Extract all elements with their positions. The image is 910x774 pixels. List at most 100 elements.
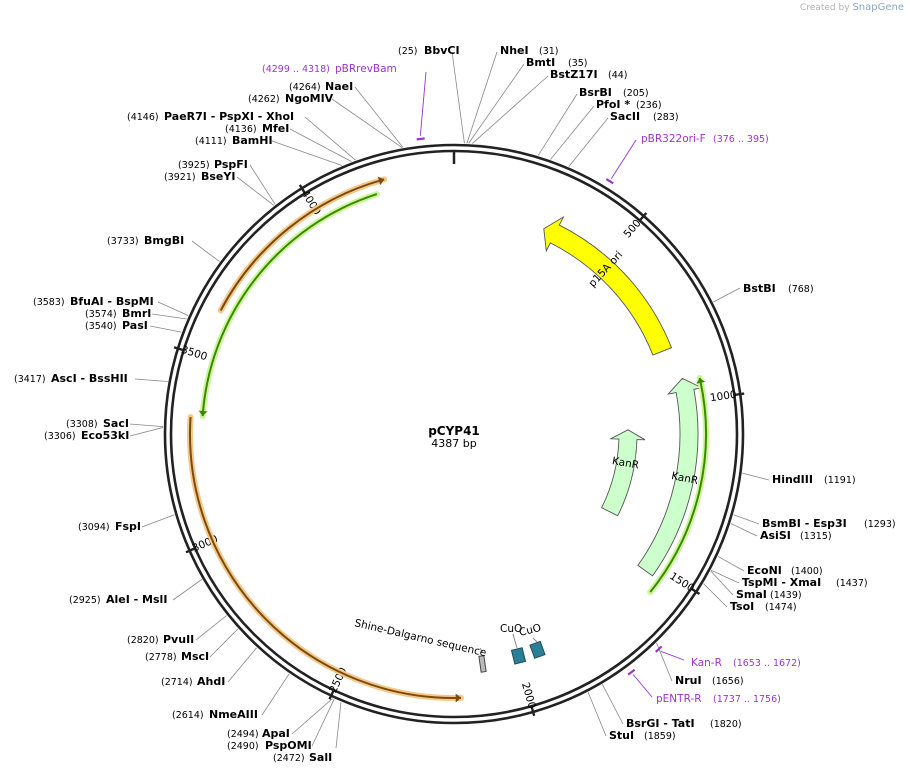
svg-text:(31): (31)	[539, 46, 559, 57]
svg-text:(3925): (3925)	[178, 160, 210, 171]
site-pointer	[710, 570, 734, 596]
orf-orange-bottom-head	[455, 693, 461, 703]
backbone-outer-strand	[163, 143, 745, 725]
svg-text:EcoNI: EcoNI	[747, 564, 782, 577]
site-pvuii: PvuII(2820)	[127, 633, 194, 646]
primer-mark	[627, 668, 636, 676]
svg-text:TspMI - XmaI: TspMI - XmaI	[742, 576, 821, 589]
orf-green-right-line	[649, 377, 707, 593]
svg-text:(2925): (2925)	[69, 595, 101, 606]
svg-text:(2778): (2778)	[145, 652, 177, 663]
site-pointer	[717, 556, 745, 572]
svg-text:(4146): (4146)	[127, 112, 159, 123]
tick-label: 2000	[519, 681, 538, 710]
svg-text:(3733): (3733)	[107, 236, 139, 247]
svg-text:(3306): (3306)	[44, 431, 76, 442]
site-bstz17i: BstZ17I(44)	[550, 68, 628, 81]
tick-mark	[298, 184, 307, 195]
site-apai: ApaI(2494)	[227, 727, 290, 740]
orf-orange-bottom	[187, 414, 464, 703]
site-fspi: FspI(3094)	[78, 520, 141, 533]
site-pointer	[249, 164, 276, 205]
svg-text:NheI: NheI	[500, 44, 529, 57]
svg-text:(3540): (3540)	[85, 321, 117, 332]
site-pointer	[468, 63, 525, 144]
cuo-pointer-2	[532, 637, 538, 643]
orf-green-left-line	[201, 193, 378, 417]
primer-pentr-r-range: (1737 .. 1756)	[713, 694, 781, 705]
svg-text:(3308): (3308)	[66, 419, 98, 430]
cuo-label-1: CuO	[500, 623, 522, 635]
site-paer7i: PaeR7I - PspXI - XhoI(4146)	[127, 110, 294, 123]
primer-pointer	[632, 674, 653, 698]
svg-text:TsoI: TsoI	[730, 600, 754, 613]
site-ngomiv: NgoMIV(4262)	[248, 92, 334, 105]
cuo-box-2	[529, 640, 546, 659]
svg-text:NruI: NruI	[675, 674, 702, 687]
svg-text:(1656): (1656)	[712, 676, 744, 687]
restriction-sites: BbvCI(25) NheI(31) BmtI(35) BstZ17I(44) …	[14, 44, 896, 764]
primer-pointer	[419, 71, 427, 136]
svg-text:MscI: MscI	[181, 650, 209, 663]
svg-text:Eco53kI: Eco53kI	[81, 429, 129, 442]
site-hindiii: HindIII(1191)	[772, 473, 856, 486]
svg-text:(1439): (1439)	[770, 590, 802, 601]
svg-text:HindIII: HindIII	[772, 473, 813, 486]
site-pointer	[354, 86, 404, 148]
site-bsrbi: BsrBI(205)	[579, 86, 649, 99]
site-pointer	[172, 579, 203, 601]
tick-label: 3500	[180, 344, 209, 363]
primer-pbrrevbam: pBRrevBam (4299 .. 4318)	[262, 63, 397, 75]
plasmid-name: pCYP41	[428, 424, 480, 438]
site-pointer	[129, 423, 164, 428]
site-pointer	[472, 75, 549, 144]
credit-prefix: Created by	[800, 3, 850, 13]
svg-text:MfeI: MfeI	[262, 122, 289, 135]
orf-green-left-head	[198, 410, 208, 417]
site-pointer	[331, 98, 403, 148]
primer-pbrrevbam-name: pBRrevBam	[335, 63, 397, 75]
primer-kan-r-range: (1653 .. 1672)	[733, 658, 801, 669]
site-asisi: AsiSI(1315)	[760, 529, 832, 542]
orf-green-right-head	[696, 377, 706, 384]
orf-orange-left-line	[219, 178, 385, 312]
svg-text:(2714): (2714)	[161, 677, 193, 688]
svg-text:SmaI: SmaI	[736, 588, 767, 601]
tick-label: 1000	[709, 389, 737, 405]
svg-text:(3921): (3921)	[164, 172, 196, 183]
site-pointer	[195, 615, 227, 641]
tick-mark	[690, 587, 701, 595]
orf-orange-bottom-halo	[187, 414, 464, 701]
cuo-pointer-1	[512, 633, 518, 649]
site-bamhi: BamHI(4111)	[195, 134, 273, 147]
svg-text:(1293): (1293)	[864, 519, 896, 530]
cuo-feature-1: CuO	[500, 623, 527, 665]
site-label-layer	[129, 51, 770, 749]
primer-pbr322ori-f-range: (376 .. 395)	[713, 134, 769, 145]
site-bsrgi: BsrGI - TatI(1820)	[626, 717, 742, 730]
site-pspfi: PspFI(3925)	[178, 158, 248, 171]
primer-mark	[605, 178, 614, 185]
site-pointer	[157, 301, 189, 316]
svg-text:PfoI *: PfoI *	[596, 98, 630, 111]
site-smai: SmaI(1439)	[736, 588, 802, 601]
site-tsoi: TsoI(1474)	[730, 600, 797, 613]
site-tspmi: TspMI - XmaI(1437)	[742, 576, 868, 589]
tick-label: 1500	[667, 570, 696, 595]
primer-pbr322ori-f: pBR322ori-F (376 .. 395)	[641, 133, 769, 145]
svg-text:AhdI: AhdI	[197, 675, 225, 688]
site-pointer	[191, 240, 220, 262]
site-econi: EcoNI(1400)	[747, 564, 823, 577]
site-stui: StuI(1859)	[609, 729, 676, 742]
site-pointer	[311, 698, 335, 747]
plasmid-size: 4387 bp	[431, 437, 476, 450]
shine-dalgarno-label: Shine-Dalgarno sequence	[353, 617, 487, 659]
site-ahdi: AhdI (2714)	[161, 675, 225, 688]
cuo-box-1	[510, 647, 527, 665]
svg-text:(2490): (2490)	[227, 741, 259, 752]
primer-mark	[655, 645, 663, 653]
site-pointer	[227, 647, 257, 683]
